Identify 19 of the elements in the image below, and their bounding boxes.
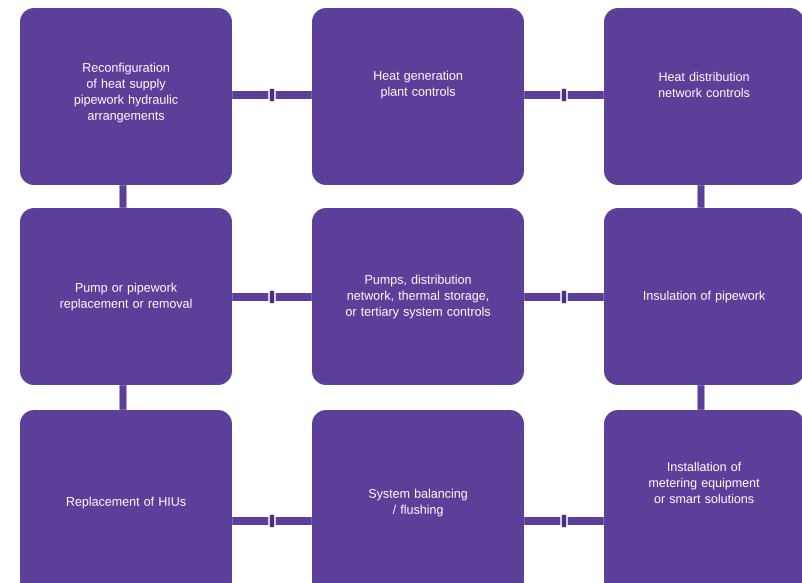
process-box: Replacement of HIUs — [20, 410, 232, 583]
pipe-connector — [698, 185, 704, 208]
pipe-connector — [524, 87, 604, 103]
process-box: System balancing / flushing — [312, 410, 524, 583]
pipe-connector — [232, 87, 312, 103]
process-box: Heat distribution network controls — [604, 8, 802, 185]
process-box: Pump or pipework replacement or removal — [20, 208, 232, 385]
process-box: Pumps, distribution network, thermal storage, or tertiary system controls — [312, 208, 524, 385]
pipe-connector — [120, 385, 126, 410]
pipe-connector — [232, 513, 312, 529]
process-box: Heat generation plant controls — [312, 8, 524, 185]
pipe-connector — [524, 513, 604, 529]
pipe-connector — [524, 289, 604, 305]
process-box: Installation of metering equipment or smart solutions — [604, 410, 802, 583]
pipe-connector — [120, 185, 126, 208]
pipe-connector — [232, 289, 312, 305]
process-box: Reconfiguration of heat supply pipework hydraulic arrangements — [20, 8, 232, 185]
process-box: Insulation of pipework — [604, 208, 802, 385]
pipe-connector — [698, 385, 704, 410]
